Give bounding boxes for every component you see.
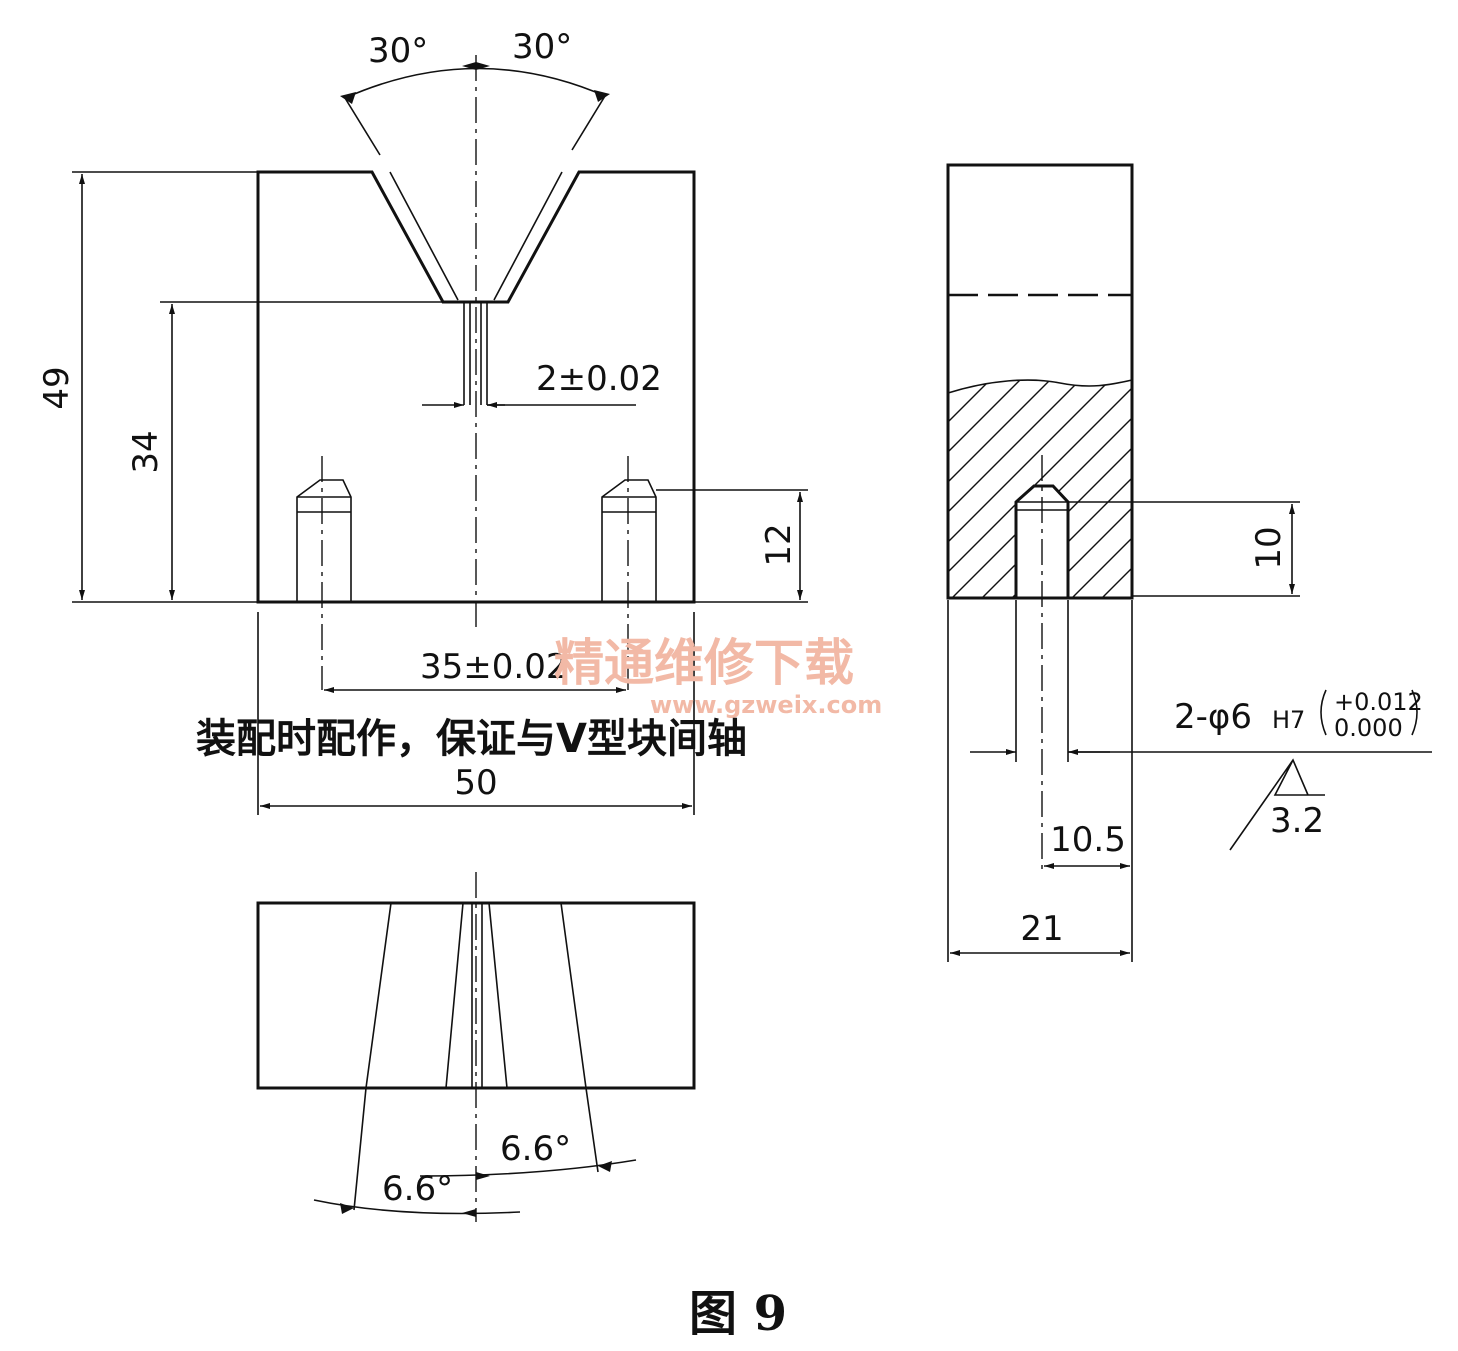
taper-lines — [365, 902, 587, 1089]
angle-bottom-left-label: 6.6° — [382, 1169, 453, 1209]
assembly-note: 装配时配作，保证与V型块间轴 — [196, 716, 747, 762]
hole-fit-label: H7 — [1272, 706, 1305, 734]
watermark-text: 精通维修下载 — [554, 634, 854, 692]
left-pin-hole — [296, 456, 352, 690]
side-outline — [946, 163, 1134, 600]
tol-lower-label: 0.000 — [1334, 714, 1403, 742]
dim-34-label: 34 — [126, 430, 166, 473]
break-line — [947, 379, 1133, 394]
dim-49-label: 49 — [37, 366, 77, 409]
watermark-url: www.gzweix.com — [650, 691, 882, 719]
front-view: 30° 30° 49 34 2±0.02 12 35±0.02 50 — [37, 27, 808, 815]
tol-bracket-right — [1411, 689, 1418, 736]
dim-21-label: 21 — [1020, 909, 1063, 949]
front-outline — [256, 170, 696, 604]
angle-top-right-label: 30° — [512, 27, 572, 67]
angle-top-left-label: 30° — [368, 31, 428, 71]
angle-arc-bottom — [313, 1199, 521, 1215]
angle-arc-top — [344, 67, 606, 99]
figure-caption: 图 9 — [689, 1286, 787, 1342]
tol-upper-label: +0.012 — [1334, 688, 1423, 716]
right-pin-hole — [601, 456, 657, 690]
slot-lines — [463, 302, 488, 405]
side-pin-hole — [1014, 484, 1070, 598]
bottom-view: 6.6° 6.6° — [256, 872, 696, 1222]
dim-35-label: 35±0.02 — [420, 647, 567, 687]
roughness-symbol — [1229, 758, 1325, 851]
roughness-label: 3.2 — [1270, 801, 1324, 841]
hole-callout-label: 2-φ6 — [1174, 697, 1252, 737]
dim-slot-label: 2±0.02 — [536, 359, 662, 399]
dim-10-5-label: 10.5 — [1050, 820, 1126, 860]
dim-10-label: 10 — [1249, 526, 1289, 569]
side-view: 10 2-φ6 H7 +0.012 0.000 3.2 10.5 21 — [946, 163, 1432, 962]
v-chamfer-left — [389, 171, 459, 301]
dim-12-label: 12 — [759, 523, 799, 566]
v-chamfer-right — [493, 171, 563, 301]
dim-50-label: 50 — [454, 763, 497, 803]
tol-bracket-left — [1320, 689, 1327, 736]
angle-bottom-right-label: 6.6° — [500, 1129, 571, 1169]
angle-arc-bottom-right — [419, 1159, 637, 1177]
